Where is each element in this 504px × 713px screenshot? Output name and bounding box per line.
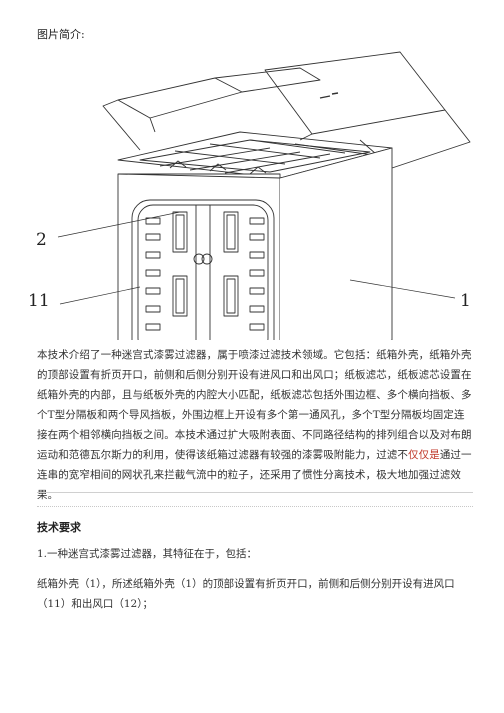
abstract-paragraph: 本技术介绍了一种迷宫式漆雾过滤器，属于喷漆过滤技术领域。它包括：纸箱外壳，纸箱外… xyxy=(37,345,473,505)
claim-1-body: 纸箱外壳（1），所述纸箱外壳（1）的顶部设置有折页开口，前侧和后侧分别开设有进风… xyxy=(37,578,455,610)
divider-dotted xyxy=(37,506,473,507)
claim-1-intro: 1.一种迷宫式漆雾过滤器，其特征在于，包括： xyxy=(37,548,258,560)
divider xyxy=(37,492,473,493)
left-flap xyxy=(117,77,243,119)
callout-11: 11 xyxy=(28,291,50,311)
requirements-title: 技术要求 xyxy=(37,521,81,534)
right-slots xyxy=(249,217,265,331)
right-face xyxy=(279,147,393,340)
callout-2: 2 xyxy=(36,230,47,250)
back-flap xyxy=(214,67,321,93)
abstract-highlight: 仅仅是 xyxy=(408,449,440,461)
patent-figure: 2 11 1 xyxy=(0,40,504,340)
callout-1: 1 xyxy=(460,291,471,311)
abstract-text-start: 本技术介绍了一种迷宫式漆雾过滤器，属于喷漆过滤技术领域。它包括：纸箱外壳，纸箱外… xyxy=(37,349,472,461)
right-flap xyxy=(264,51,446,135)
front-window xyxy=(131,199,275,340)
left-slots xyxy=(145,217,161,331)
filter-box-drawing: 2 11 1 xyxy=(28,51,471,340)
figure-caption: 图片简介: xyxy=(37,28,85,41)
